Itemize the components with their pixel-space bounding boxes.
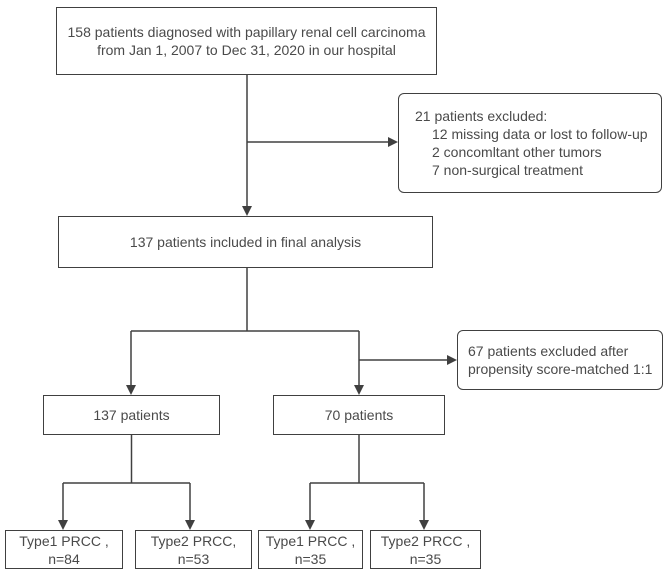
type1-matched-count: n=35 [294,550,327,567]
arrowhead-excluded1 [388,137,398,147]
excluded2-line1: 67 patients excluded after [468,343,629,359]
arrowhead-excluded2 [447,355,457,365]
node-type1-prcc-matched: Type1 PRCC , n=35 [258,530,363,569]
node-cohort-matched: 70 patients [273,395,445,435]
type2-matched-count: n=35 [409,550,442,567]
arrowhead-type1-matched [305,520,315,530]
node-initial-cohort: 158 patients diagnosed with papillary re… [56,7,437,75]
node-excluded-propensity: 67 patients excluded after propensity sc… [457,330,663,390]
node-type2-prcc-all: Type2 PRCC, n=53 [135,530,252,569]
type1-all-count: n=84 [48,550,80,567]
node-cohort-all: 137 patients [43,395,220,435]
arrowhead-final [242,206,252,216]
initial-cohort-line2: from Jan 1, 2007 to Dec 31, 2020 in our … [97,42,396,58]
excluded1-item-other-tumors: 2 concomltant other tumors [432,144,602,160]
node-final-analysis: 137 patients included in final analysis [58,216,433,268]
arrowhead-cohort70 [354,385,364,395]
final-analysis-label: 137 patients included in final analysis [129,234,362,250]
type1-matched-line1: Type1 PRCC , [265,532,356,549]
initial-cohort-line1: 158 patients diagnosed with papillary re… [67,24,426,40]
type1-all-line1: Type1 PRCC , [19,532,109,549]
excluded1-item-nonsurgical: 7 non-surgical treatment [432,162,583,178]
type2-matched-line1: Type2 PRCC , [380,532,471,549]
excluded1-item-missing-data: 12 missing data or lost to follow-up [432,126,648,142]
type2-all-count: n=53 [177,550,210,567]
arrowhead-type1-all [58,520,68,530]
node-excluded-before-analysis: 21 patients excluded: 12 missing data or… [398,93,662,193]
arrowhead-type2-all [185,520,195,530]
cohort-matched-label: 70 patients [324,407,394,423]
node-type2-prcc-matched: Type2 PRCC , n=35 [370,530,481,569]
node-type1-prcc-all: Type1 PRCC , n=84 [5,530,123,569]
type2-all-line1: Type2 PRCC, [150,532,237,549]
arrowhead-type2-matched [419,520,429,530]
cohort-all-label: 137 patients [93,407,170,423]
arrowhead-cohort137 [126,385,136,395]
excluded2-line2: propensity score-matched 1:1 [468,361,653,377]
excluded1-title: 21 patients excluded: [415,108,548,124]
